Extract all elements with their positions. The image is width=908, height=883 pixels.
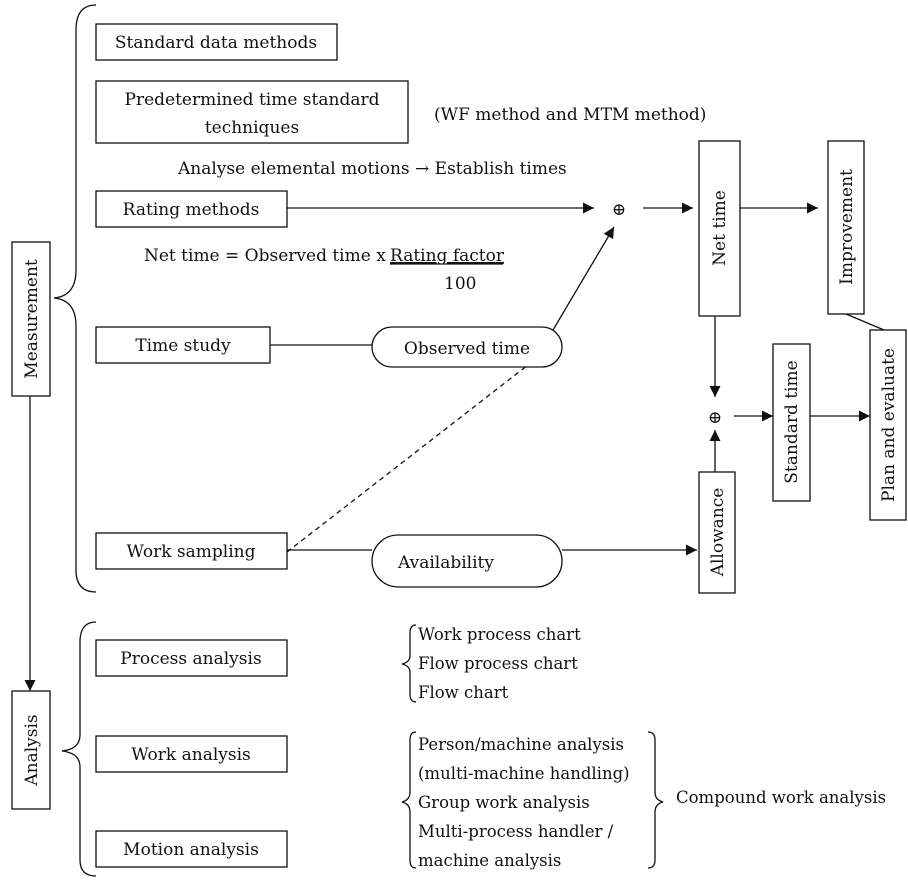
net-time-box: [698, 140, 741, 317]
pts-flow-note: Analyse elemental motions → Establish ti…: [177, 159, 567, 179]
process-analysis-box: [95, 639, 288, 677]
formula-numerator: Rating factor: [390, 246, 505, 266]
net-time-label: Net time: [710, 190, 730, 266]
measurement-box: [11, 241, 51, 397]
compound-label: Compound work analysis: [676, 788, 886, 807]
pts-box: [95, 80, 409, 144]
pts-note: (WF method and MTM method): [434, 105, 706, 125]
work-items-brace: [401, 731, 417, 869]
rating-label: Rating methods: [123, 200, 260, 220]
formula-denominator: 100: [444, 274, 476, 294]
availability-label: Availability: [397, 553, 494, 573]
process-item: Flow chart: [418, 683, 509, 702]
motion-analysis-label: Motion analysis: [123, 840, 259, 860]
allowance-box: [698, 471, 736, 594]
improvement-label: Improvement: [837, 169, 857, 285]
plan-evaluate-box: [869, 329, 907, 521]
standard-data-label: Standard data methods: [115, 33, 317, 53]
availability-pill: [371, 534, 563, 588]
process-analysis-label: Process analysis: [120, 649, 261, 669]
pts-label-line1: Predetermined time standard: [125, 90, 380, 110]
time-study-label: Time study: [135, 336, 231, 356]
observed-time-label: Observed time: [404, 339, 530, 359]
plus-symbol-1: ⊕: [612, 200, 626, 220]
improvement-box: [827, 140, 865, 315]
formula-text: Net time = Observed time x: [144, 246, 386, 266]
process-item: Flow process chart: [418, 654, 578, 673]
rating-box: [95, 190, 288, 228]
connectors: [24, 202, 885, 691]
measurement-label: Measurement: [22, 259, 42, 379]
work-sampling-label: Work sampling: [127, 542, 256, 562]
work-item: machine analysis: [418, 851, 561, 870]
process-item: Work process chart: [418, 625, 581, 644]
work-analysis-label: Work analysis: [131, 745, 251, 765]
observed-time-pill: [371, 326, 563, 368]
allowance-label: Allowance: [708, 488, 728, 578]
work-item: Person/machine analysis: [418, 735, 624, 754]
measurement-brace: [53, 4, 97, 593]
time-study-box: [95, 326, 271, 364]
braces: [53, 4, 664, 877]
standard-time-box: [772, 343, 811, 502]
standard-data-box: [95, 23, 338, 61]
work-item: Group work analysis: [418, 793, 590, 812]
work-analysis-box: [95, 735, 288, 773]
plus-symbol-2: ⊕: [708, 408, 722, 428]
analysis-brace: [61, 621, 97, 877]
analysis-box: [11, 690, 51, 810]
compound-brace: [647, 731, 664, 869]
standard-time-label: Standard time: [782, 360, 802, 483]
work-sampling-box: [95, 532, 288, 570]
work-item: (multi-machine handling): [418, 764, 630, 783]
analysis-label: Analysis: [22, 714, 42, 786]
motion-analysis-box: [95, 830, 288, 868]
work-item: Multi-process handler /: [418, 822, 614, 841]
arrow-observed-to-plus: [552, 226, 615, 331]
process-items-brace: [401, 624, 417, 703]
line-improvement-to-plan: [845, 313, 885, 331]
plan-evaluate-label: Plan and evaluate: [879, 348, 899, 502]
pts-label-line2: techniques: [205, 118, 299, 138]
dashed-sampling-to-observed: [286, 364, 529, 553]
